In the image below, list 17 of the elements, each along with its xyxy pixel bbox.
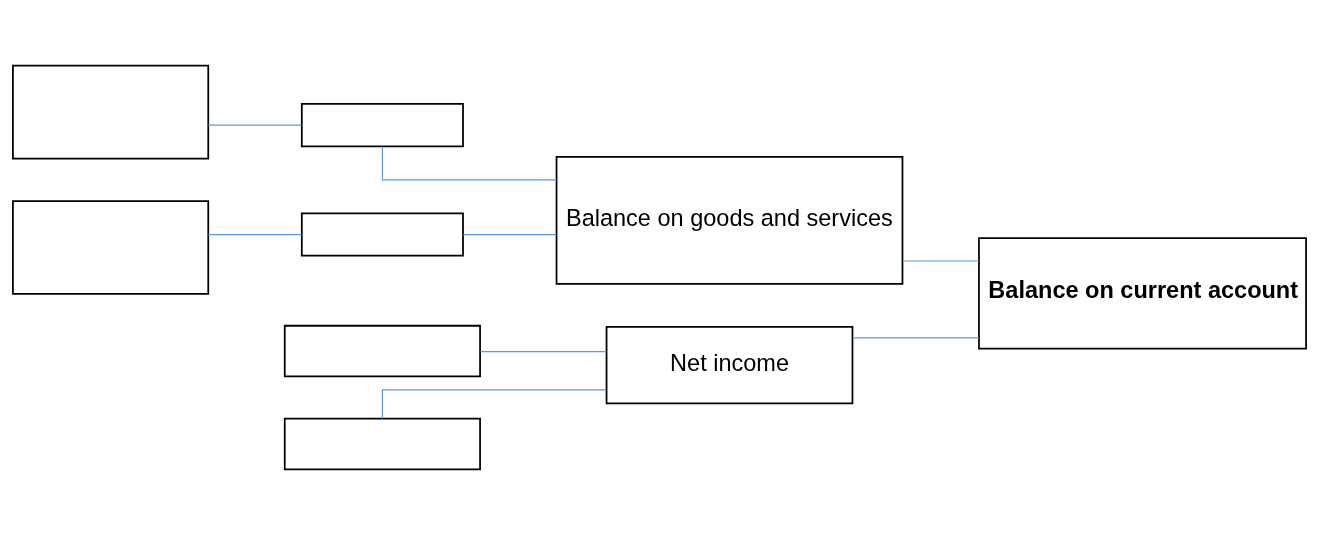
connector [479, 350, 607, 352]
node-box [12, 199, 210, 295]
connector [462, 233, 557, 235]
node-box: Balance on current account [978, 236, 1307, 350]
node-box [283, 324, 481, 377]
node-box [300, 212, 464, 257]
node-box [12, 64, 210, 160]
connector [381, 145, 558, 180]
connector [852, 336, 980, 338]
connector [207, 124, 303, 126]
node-box: Net income [605, 325, 854, 404]
node-box: Balance on goods and services [555, 155, 904, 285]
connector [381, 388, 607, 419]
connector [207, 233, 303, 235]
node-box [283, 417, 481, 470]
connector [902, 259, 980, 262]
node-box [300, 102, 464, 147]
